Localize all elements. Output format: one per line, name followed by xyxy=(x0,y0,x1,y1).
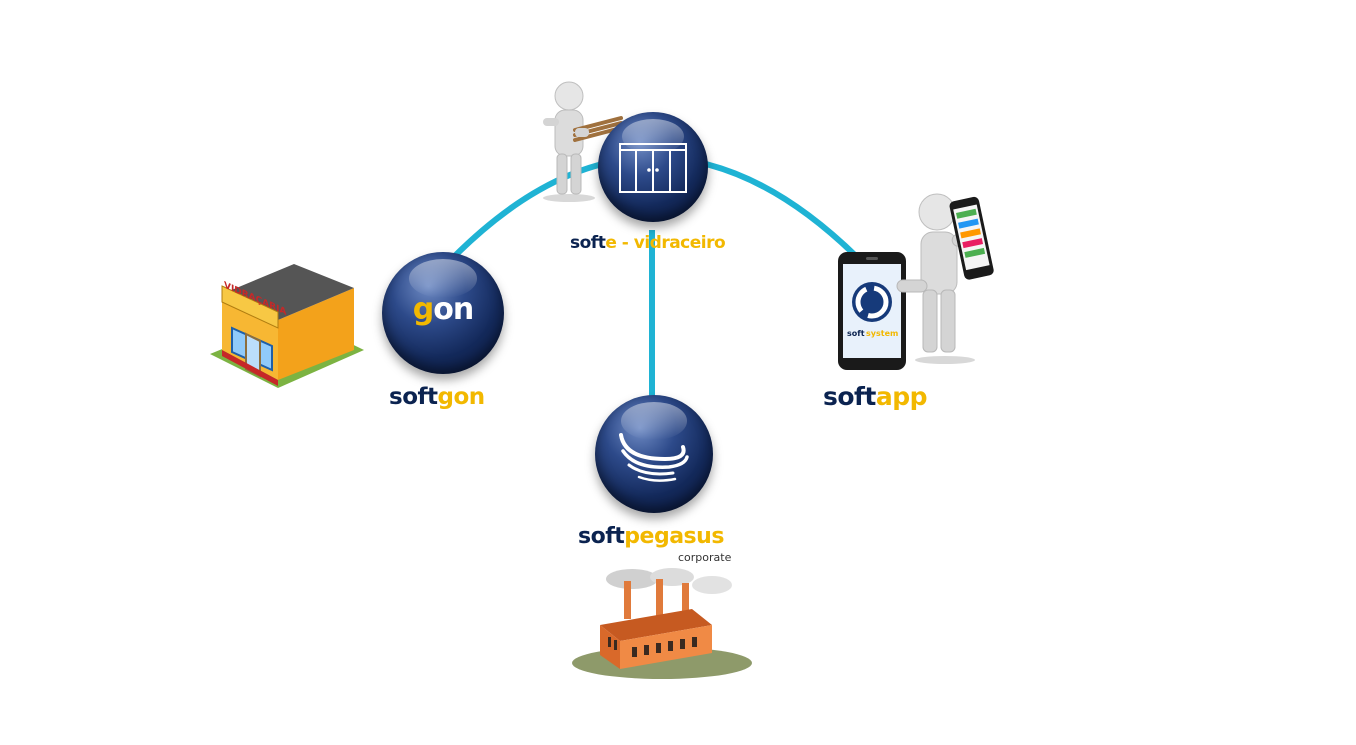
worker-carrying-tubes-icon xyxy=(535,78,625,203)
phone-brand-system: system xyxy=(866,329,898,338)
softpegasus-label: softpegasus xyxy=(578,524,724,549)
person-holding-phone-icon xyxy=(895,190,1005,365)
vidraceiro-orb[interactable] xyxy=(598,112,708,222)
phone-brand-soft: soft xyxy=(847,329,865,338)
label-soft: soft xyxy=(578,524,625,549)
label-soft: soft xyxy=(389,384,438,410)
gon-orb[interactable]: gon xyxy=(382,252,504,374)
smartphone-icon[interactable]: soft system xyxy=(836,250,908,372)
label-app: app xyxy=(875,382,928,411)
glass-shop-icon: VIDRAÇARIA xyxy=(208,258,368,408)
gon-logo-on: on xyxy=(433,292,474,327)
label-soft: soft xyxy=(570,233,606,253)
sliding-door-icon xyxy=(619,143,687,193)
label-soft: soft xyxy=(823,382,876,411)
factory-icon xyxy=(572,565,757,680)
label-pegasus: pegasus xyxy=(624,524,724,549)
gon-logo-g: g xyxy=(412,292,435,327)
label-gon: gon xyxy=(437,384,486,410)
label-e-vidraceiro: e - vidraceiro xyxy=(605,233,726,253)
wind-swoosh-icon xyxy=(619,433,689,482)
gon-logo: gon xyxy=(382,292,504,327)
softapp-label: softapp xyxy=(823,382,928,411)
softgon-label: softgon xyxy=(389,384,485,410)
softe-vidraceiro-label: softe - vidraceiro xyxy=(570,233,726,253)
corporate-sublabel: corporate xyxy=(678,551,732,564)
pegasus-orb[interactable] xyxy=(595,395,713,513)
